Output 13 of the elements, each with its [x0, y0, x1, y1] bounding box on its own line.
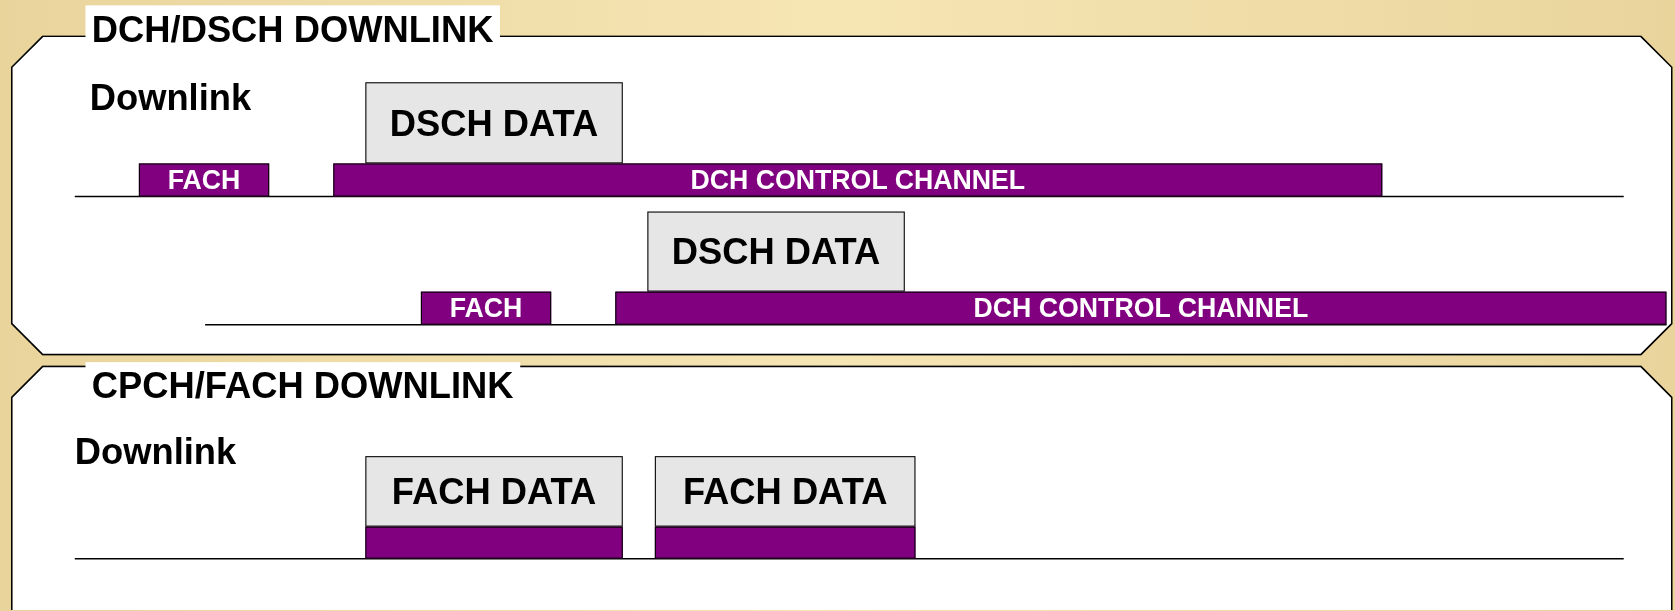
row-label: Downlink [74, 430, 237, 473]
data-block: FACH DATA [365, 456, 623, 527]
row-label: Downlink [89, 76, 252, 119]
data-block: DSCH DATA [647, 211, 905, 292]
channel-panel [10, 365, 1673, 610]
channel-bar: DCH CONTROL CHANNEL [333, 163, 1383, 197]
channel-bar: DCH CONTROL CHANNEL [615, 291, 1667, 325]
channel-bar: FACH [420, 291, 552, 325]
bar-segment [654, 526, 916, 559]
channel-bar: FACH [138, 163, 270, 197]
data-block: FACH DATA [654, 456, 916, 527]
bar-segment [365, 526, 623, 559]
data-block: DSCH DATA [365, 82, 623, 164]
